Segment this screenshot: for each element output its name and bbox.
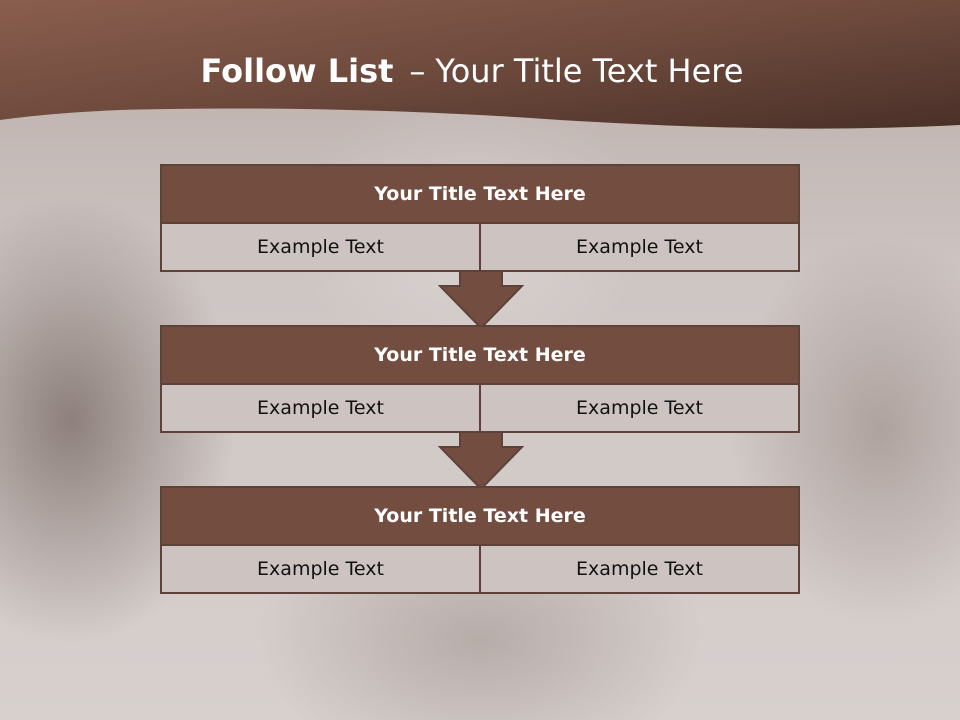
title-rest: Your Title Text Here <box>435 52 744 90</box>
step-cell-left: Example Text <box>162 224 479 270</box>
step-cell-right: Example Text <box>479 224 798 270</box>
step-title: Your Title Text Here <box>162 327 798 385</box>
down-arrow-icon <box>438 431 524 491</box>
title-bold: Follow List <box>200 52 394 90</box>
title-dash: – <box>409 52 426 90</box>
step-cell-left: Example Text <box>162 546 479 592</box>
step-box-3: Your Title Text Here Example Text Exampl… <box>160 486 800 594</box>
step-cell-left: Example Text <box>162 385 479 431</box>
header-band <box>0 0 960 129</box>
step-title: Your Title Text Here <box>162 166 798 224</box>
step-box-2: Your Title Text Here Example Text Exampl… <box>160 325 800 433</box>
step-cell-right: Example Text <box>479 385 798 431</box>
slide-title: Follow List–Your Title Text Here <box>0 52 944 90</box>
step-cell-right: Example Text <box>479 546 798 592</box>
step-box-1: Your Title Text Here Example Text Exampl… <box>160 164 800 272</box>
down-arrow-icon <box>438 270 524 330</box>
step-title: Your Title Text Here <box>162 488 798 546</box>
